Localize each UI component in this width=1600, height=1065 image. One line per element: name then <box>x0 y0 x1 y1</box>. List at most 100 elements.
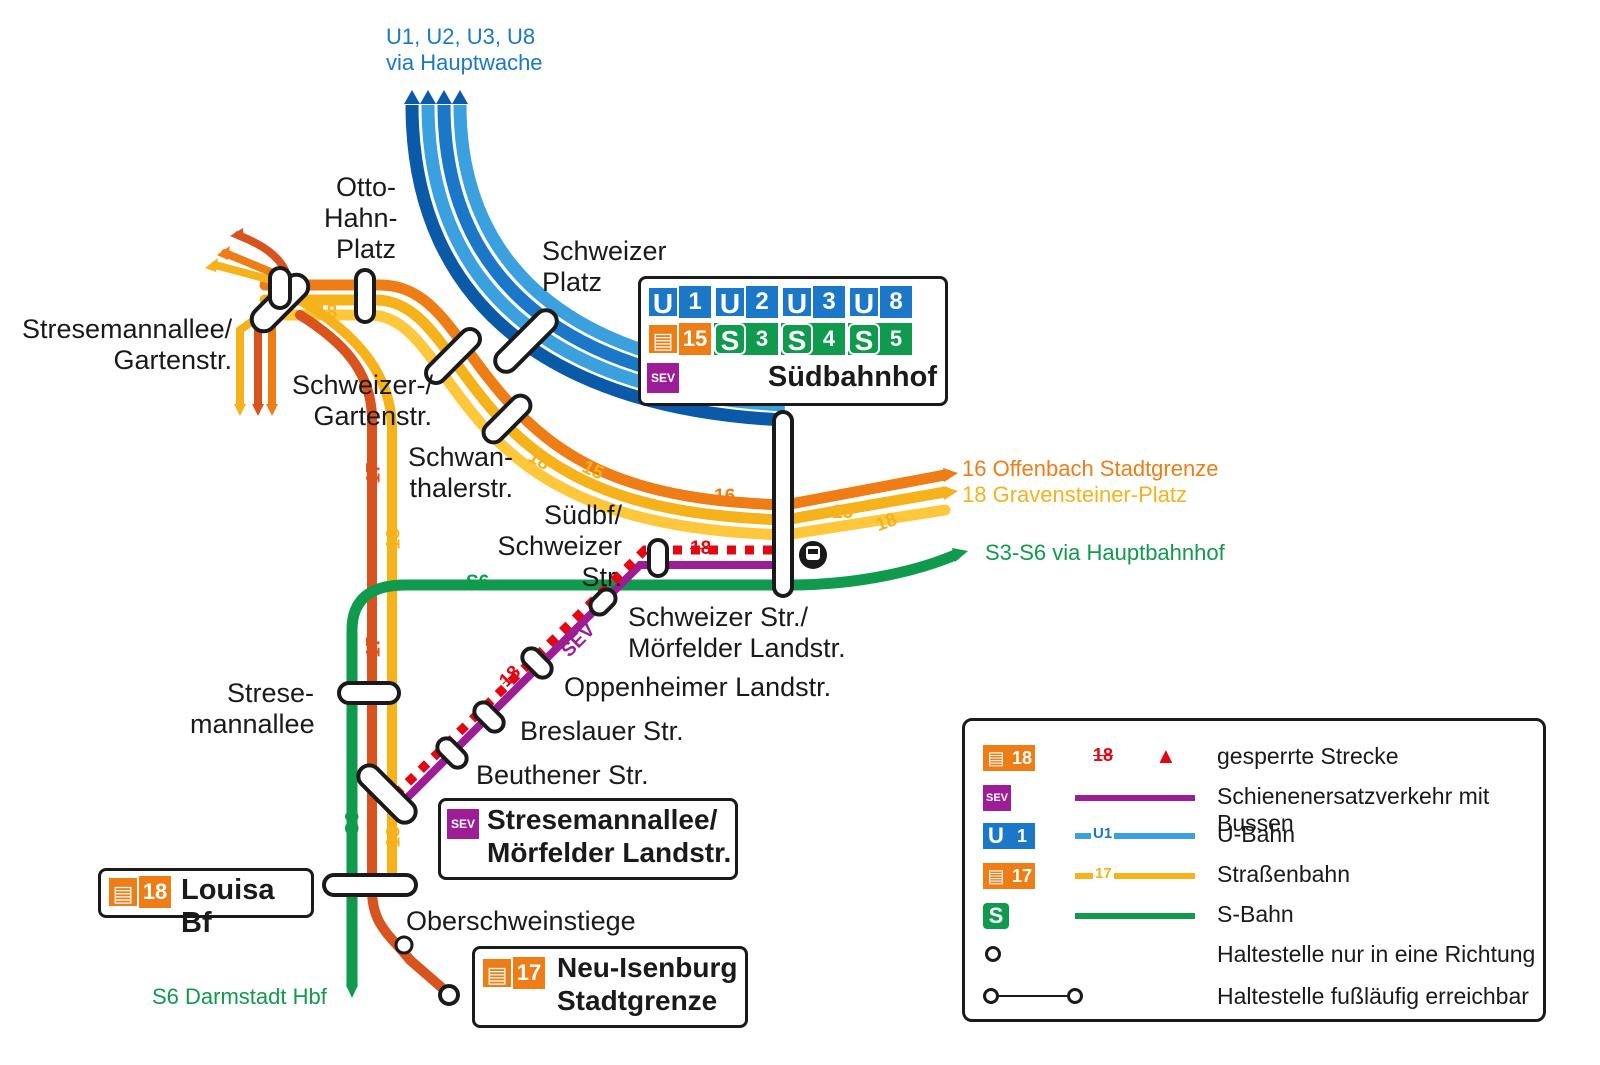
station-bars <box>249 266 794 897</box>
station-louisa <box>322 873 418 897</box>
tram-east-arrows <box>943 468 958 500</box>
legend-badge-sev: SEV <box>983 785 1011 811</box>
destination-south-s6: S6 Darmstadt Hbf <box>152 984 327 1009</box>
line-label-16: 16 <box>714 486 736 507</box>
station-stresemann-garten-top <box>268 266 292 310</box>
legend-text-tram: Straßenbahn <box>1217 861 1350 887</box>
tram-17-18-south <box>295 295 453 998</box>
stop-schwanthaler: Schwan- thalerstr. <box>407 442 513 503</box>
tram-icon: ▤ <box>481 957 513 989</box>
stop-otto-hahn: Otto- Hahn- Platz <box>324 172 398 264</box>
stop-oppenheimer: Oppenheimer Landstr. <box>564 672 832 702</box>
hub-name: Neu-Isenburg Stadtgrenze <box>557 952 738 1016</box>
legend-row-oneway: Haltestelle nur in eine Richtung <box>983 941 1543 971</box>
u-badge: U 3 <box>781 286 845 319</box>
station-schweizer-moerfelder <box>588 587 618 617</box>
construction-icon: ▲ <box>1155 743 1177 768</box>
line-label-18-top: 18 <box>316 302 338 323</box>
stop-schweizer-garten: Schweizer-/ Gartenstr. <box>292 370 434 431</box>
station-schweizer-platz <box>493 308 559 374</box>
legend-text-closed: gesperrte Strecke <box>1217 743 1399 769</box>
legend-sample-closed: 18 <box>1093 745 1114 765</box>
station-suedbahnhof <box>772 410 794 598</box>
legend-text-walk: Haltestelle fußläufig erreichbar <box>1217 983 1529 1009</box>
legend-text-sbahn: S-Bahn <box>1217 901 1294 927</box>
legend-row-sbahn: S S-Bahn <box>983 901 1543 931</box>
legend-badge-tram: ▤ 17 <box>983 863 1035 889</box>
s6-south-arrow <box>346 985 358 998</box>
legend-row-tram: ▤ 17 17 Straßenbahn <box>983 861 1543 891</box>
hub-u-badges: U 1 U 2 U 3 U 8 <box>647 286 912 319</box>
stop-beuthener: Beuthener Str. <box>476 760 649 790</box>
station-oberschweinstiege <box>394 935 414 955</box>
walk-stop-b <box>1067 988 1083 1004</box>
destination-north: U1, U2, U3, U8 via Hauptwache <box>386 24 543 75</box>
tram-icon: ▤ <box>647 323 679 355</box>
tram-icon: ▤ <box>107 876 139 908</box>
destination-east-18: 18 Gravensteiner-Platz <box>962 482 1187 507</box>
station-beuthener <box>435 736 469 770</box>
tram-badge: ▤ 15 <box>647 323 711 355</box>
sev-badge: SEV <box>447 809 479 839</box>
line-label-s6-v: S6 <box>342 811 364 835</box>
tram-badge: ▤ 17 <box>481 957 545 989</box>
hub-neu-isenburg: ▤ 17 Neu-Isenburg Stadtgrenze <box>472 946 748 1028</box>
line-label-17-mid: 17 <box>363 636 385 658</box>
legend-text-ubahn: U-Bahn <box>1217 821 1295 847</box>
line-label-s6-h: S6 <box>466 572 490 593</box>
legend-row-sev: SEV Schienenersatzverkehr mit Bussen <box>983 783 1543 836</box>
stop-oberschweinstiege: Oberschweinstiege <box>406 906 636 936</box>
hub-stresemann-moerfelder: SEV Stresemannallee/ Mörfelder Landstr. <box>438 798 738 880</box>
station-otto-hahn <box>354 268 376 324</box>
legend-sample-ubahn: U1 <box>1091 825 1115 842</box>
hub-louisa: ▤ 18 Louisa Bf <box>98 868 314 939</box>
station-breslauer <box>472 700 506 734</box>
station-oppenheimer <box>520 646 554 680</box>
legend-badge-closed: ▤ 18 <box>983 745 1035 771</box>
legend-row-ubahn: U 1 U1 U-Bahn <box>983 821 1543 851</box>
station-stresemannallee <box>337 681 401 705</box>
legend-sample-tram: 17 <box>1093 865 1114 882</box>
station-neu-isenburg <box>438 984 460 1006</box>
destination-east-16: 16 Offenbach Stadtgrenze <box>962 456 1219 481</box>
walk-connector <box>999 995 1067 997</box>
legend-line-ubahn <box>1075 833 1195 839</box>
hub-name: Stresemannallee/ Mörfelder Landstr. <box>487 804 732 868</box>
stop-schweizer-platz: Schweizer Platz <box>542 236 667 297</box>
legend-text-sev: Schienenersatzverkehr mit Bussen <box>1217 783 1490 836</box>
destination-east-s: S3-S6 via Hauptbahnhof <box>985 540 1225 565</box>
line-label-18-low: 18 <box>383 826 405 848</box>
line-label-18-vert: 18 <box>383 528 405 550</box>
station-stresemann-moerfelder <box>356 763 418 825</box>
legend: ▤ 18 18 ▲ gesperrte Strecke SEV Schienen… <box>962 718 1546 1022</box>
u-badge: U 8 <box>848 286 912 319</box>
legend-line-sev <box>1075 795 1195 801</box>
s-badge: S 3 <box>714 323 778 356</box>
sev-badge: SEV <box>647 363 679 393</box>
tram-icon: ▤ <box>987 866 1005 886</box>
legend-badge-sbahn: S <box>983 903 1009 929</box>
walk-stop-a <box>983 988 999 1004</box>
line-label-15-east: 15 <box>832 502 854 523</box>
station-schweizer-garten <box>424 327 482 385</box>
legend-line-sbahn <box>1075 913 1195 919</box>
line-label-17-top: 17 <box>363 462 385 484</box>
line-label-closed-18: 18 <box>690 538 712 559</box>
s6-east-arrow <box>952 548 968 562</box>
oneway-icon <box>985 946 1001 962</box>
stop-schweizer-moerfelder: Schweizer Str./ Mörfelder Landstr. <box>628 602 846 663</box>
tram-badge: ▤ 18 <box>107 876 171 908</box>
stop-breslauer: Breslauer Str. <box>520 716 684 746</box>
legend-line-tram <box>1075 873 1195 879</box>
legend-row-closed: ▤ 18 18 ▲ gesperrte Strecke <box>983 743 1543 773</box>
s-badge: S 4 <box>781 323 845 356</box>
train-icon <box>799 541 827 569</box>
hub-name: Louisa Bf <box>181 874 275 939</box>
hub-name: Südbahnhof <box>767 361 937 393</box>
legend-badge-ubahn: U 1 <box>983 823 1035 849</box>
u-badge: U 2 <box>714 286 778 319</box>
stop-stresemannallee: Strese- mannallee <box>190 678 315 739</box>
u-badge: U 1 <box>647 286 711 319</box>
tram-nw-arrowheads <box>205 228 278 416</box>
